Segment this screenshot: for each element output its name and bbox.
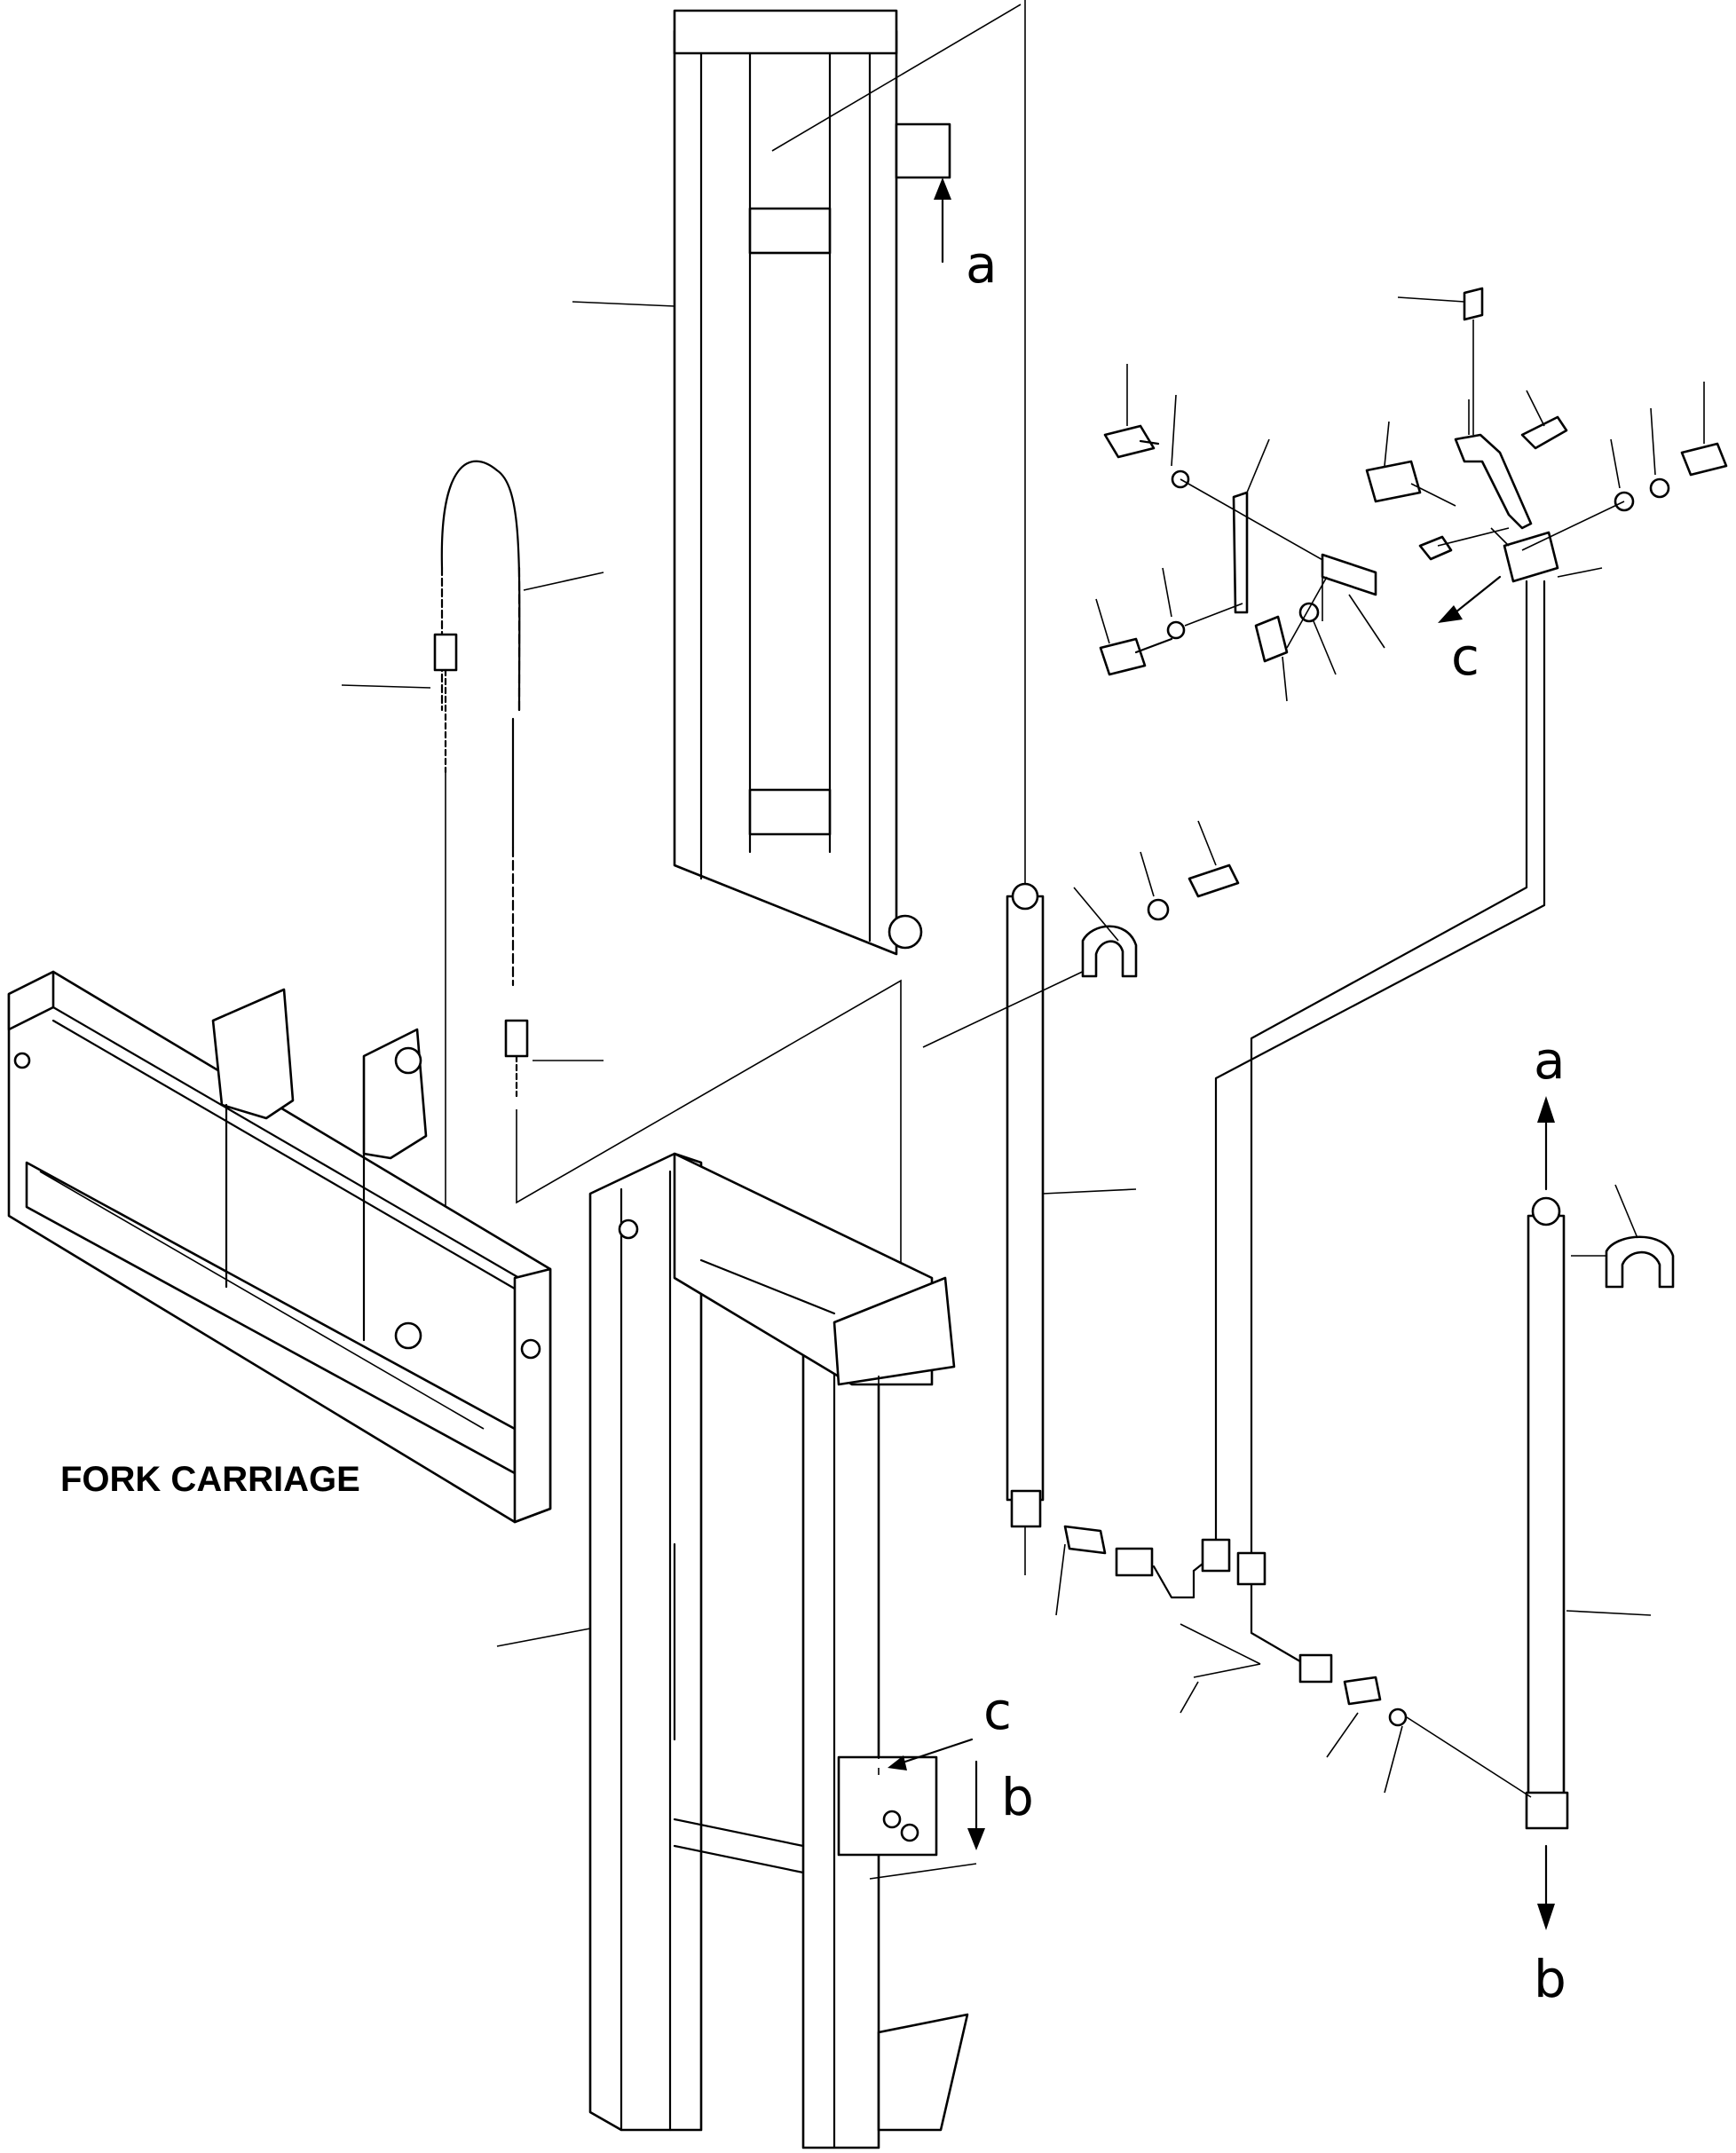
letter-c-lower: c: [983, 1681, 1012, 1741]
anchor-bolt-lower: [504, 979, 902, 1362]
arrow-b-middle: b: [869, 1760, 1034, 1880]
inner-mast: [673, 9, 951, 956]
outer-mast: [496, 1152, 969, 2149]
arrow-a-right: a: [1534, 1030, 1566, 1191]
cylinder-clamp-right: [1571, 1184, 1675, 1289]
anchor-bolt-upper: [341, 633, 458, 1225]
letter-a-top: a: [966, 234, 998, 295]
lift-cylinder-left: [922, 882, 1137, 1528]
arrow-c-upper: c: [1438, 575, 1502, 687]
arrow-c-lower: c: [888, 1681, 1012, 1771]
elbow-fitting-right: [1326, 1676, 1532, 1798]
hydraulic-hoses: [1115, 580, 1546, 1714]
arrow-b-right: b: [1534, 1844, 1566, 2009]
elbow-fitting-left: [1055, 1525, 1107, 1616]
letter-b-right: b: [1534, 1949, 1566, 2009]
fork-carriage: [7, 970, 552, 1524]
letter-c-upper: c: [1451, 627, 1480, 687]
letter-b-middle: b: [1001, 1767, 1034, 1827]
valve-cluster: [1095, 287, 1728, 702]
lift-chain: [440, 460, 604, 987]
arrow-a-top: a: [934, 177, 998, 295]
lift-cylinder-right: [1525, 1196, 1652, 1830]
cylinder-clamp-left: [1073, 820, 1240, 978]
fork-carriage-label: FORK CARRIAGE: [60, 1460, 360, 1499]
letter-a-right: a: [1534, 1030, 1566, 1091]
